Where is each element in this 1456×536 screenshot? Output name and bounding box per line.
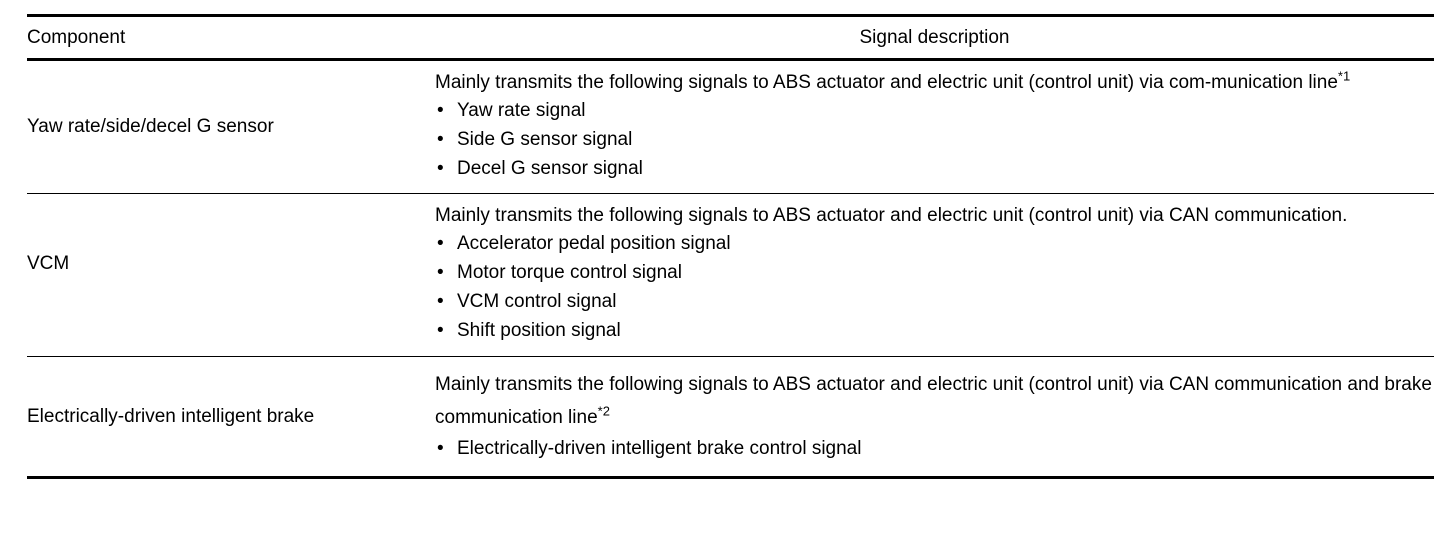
list-item: • Side G sensor signal bbox=[435, 125, 1434, 154]
description-intro-text: Mainly transmits the following signals t… bbox=[435, 205, 1348, 226]
component-name: Yaw rate/side/decel G sensor bbox=[27, 116, 274, 137]
cell-component: VCM bbox=[27, 194, 435, 357]
footnote-marker: *1 bbox=[1337, 68, 1351, 84]
cell-signal-description: Mainly transmits the following signals t… bbox=[435, 60, 1434, 194]
list-item-label: Yaw rate signal bbox=[457, 100, 586, 121]
table-header: Component Signal description bbox=[27, 15, 1434, 60]
list-item: • Accelerator pedal position signal bbox=[435, 229, 1434, 258]
list-item-label: Shift position signal bbox=[457, 320, 621, 341]
description-intro-text: Mainly transmits the following signals t… bbox=[435, 72, 1338, 93]
component-name: Electrically-driven intelligent brake bbox=[27, 405, 315, 427]
signal-list: • Electrically-driven intelligent brake c… bbox=[435, 434, 1434, 463]
bullet-icon: • bbox=[437, 262, 444, 283]
list-item-label: Decel G sensor signal bbox=[457, 158, 643, 179]
signal-list: • Accelerator pedal position signal • Moto… bbox=[435, 229, 1434, 345]
signal-list: • Yaw rate signal • Side G sensor signal •… bbox=[435, 96, 1434, 183]
description-intro-text: Mainly transmits the following signals t… bbox=[435, 374, 1432, 428]
cell-signal-description: Mainly transmits the following signals t… bbox=[435, 357, 1434, 478]
column-header-signal-description: Signal description bbox=[859, 27, 1010, 48]
list-item-label: Accelerator pedal position signal bbox=[457, 233, 731, 254]
description-intro: Mainly transmits the following signals t… bbox=[435, 368, 1434, 434]
bullet-icon: • bbox=[437, 320, 444, 341]
list-item: • Shift position signal bbox=[435, 316, 1434, 345]
list-item-label: Electrically-driven intelligent brake co… bbox=[457, 438, 862, 459]
bullet-icon: • bbox=[437, 129, 444, 150]
cell-component: Yaw rate/side/decel G sensor bbox=[27, 60, 435, 194]
list-item: • Yaw rate signal bbox=[435, 96, 1434, 125]
bullet-icon: • bbox=[437, 438, 444, 459]
list-item-label: VCM control signal bbox=[457, 291, 617, 312]
footnote-marker: *2 bbox=[597, 403, 610, 419]
bullet-icon: • bbox=[437, 233, 444, 254]
description-intro: Mainly transmits the following signals t… bbox=[435, 70, 1434, 96]
description-intro: Mainly transmits the following signals t… bbox=[435, 203, 1434, 229]
table-row: Yaw rate/side/decel G sensor Mainly tran… bbox=[27, 60, 1434, 194]
bullet-icon: • bbox=[437, 158, 444, 179]
list-item: • Motor torque control signal bbox=[435, 258, 1434, 287]
bullet-icon: • bbox=[437, 100, 444, 121]
table-row: Electrically-driven intelligent brake Ma… bbox=[27, 356, 1434, 478]
signal-description-table: Component Signal description Yaw rate/si… bbox=[27, 14, 1434, 479]
list-item: • Electrically-driven intelligent brake c… bbox=[435, 434, 1434, 463]
list-item-label: Motor torque control signal bbox=[457, 262, 682, 283]
table-row: VCM Mainly transmits the following signa… bbox=[27, 193, 1434, 357]
cell-signal-description: Mainly transmits the following signals t… bbox=[435, 194, 1434, 357]
table-header-row: Component Signal description bbox=[27, 15, 1434, 60]
table-body: Yaw rate/side/decel G sensor Mainly tran… bbox=[27, 60, 1434, 478]
bullet-icon: • bbox=[437, 291, 444, 312]
list-item-label: Side G sensor signal bbox=[457, 129, 633, 150]
component-name: VCM bbox=[27, 253, 70, 274]
list-item: • Decel G sensor signal bbox=[435, 154, 1434, 183]
cell-component: Electrically-driven intelligent brake bbox=[27, 357, 435, 478]
list-item: • VCM control signal bbox=[435, 287, 1434, 316]
column-header-component: Component bbox=[27, 27, 126, 48]
